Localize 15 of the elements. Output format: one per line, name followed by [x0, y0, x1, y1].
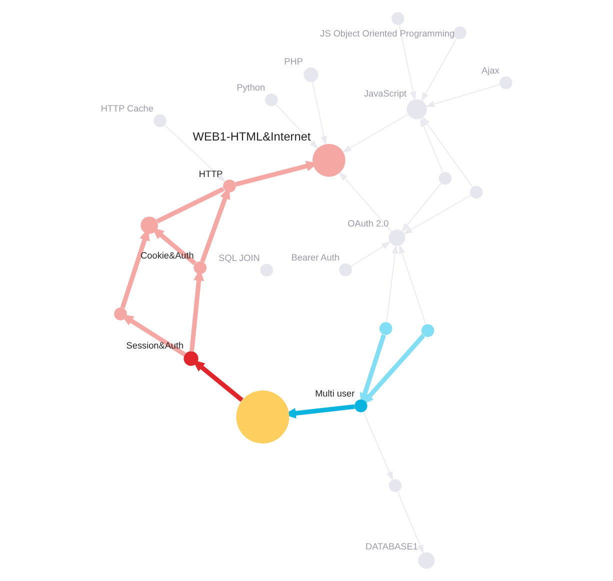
node-label: HTTP — [198, 168, 223, 179]
node-label: JavaScript — [364, 88, 407, 98]
node-label: Multi user — [315, 388, 355, 399]
node-label: WEB1-HTML&Internet — [192, 130, 311, 144]
node-label: Python — [236, 82, 266, 93]
node-label: Cookie&Auth — [140, 250, 194, 261]
node-label: Session&Auth — [126, 340, 184, 351]
node-label: SQL JOIN — [218, 253, 260, 263]
node-label: HTTP Cache — [100, 104, 154, 114]
node-label: Bearer Auth — [291, 252, 340, 263]
node-label: Ajax — [482, 66, 500, 76]
node-label: OAuth 2.0 — [348, 218, 389, 229]
node-label: DATABASE1 — [366, 542, 418, 552]
node-label: JS Object Oriented Programming — [320, 28, 455, 38]
node-label: PHP — [284, 56, 303, 67]
